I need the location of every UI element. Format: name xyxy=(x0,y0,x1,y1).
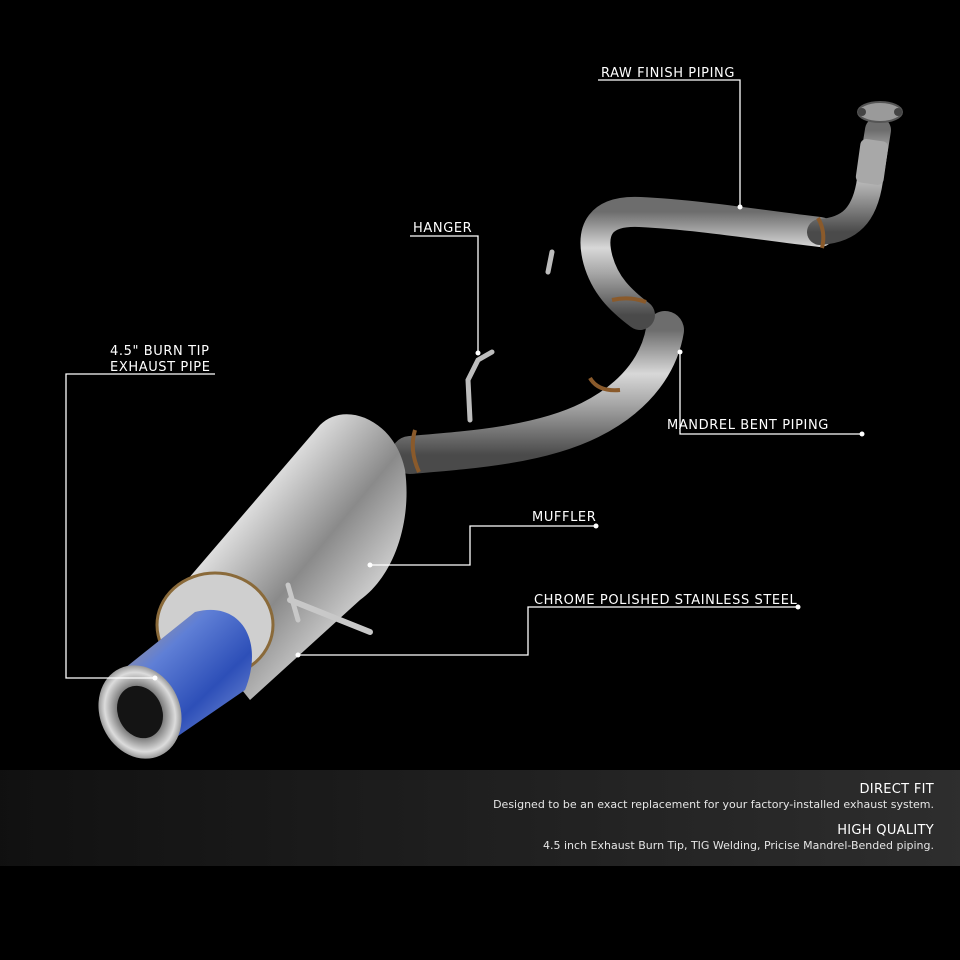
feature-desc-high-quality: 4.5 inch Exhaust Burn Tip, TIG Welding, … xyxy=(543,839,934,852)
line-mandrel xyxy=(679,352,862,435)
callout-chrome-polished: CHROME POLISHED STAINLESS STEEL xyxy=(534,593,798,608)
line-chrome xyxy=(298,606,798,656)
mandrel-bent-pipe xyxy=(391,117,891,474)
feature-title-direct-fit: DIRECT FIT xyxy=(859,782,934,797)
line-hanger xyxy=(410,235,479,353)
hanger-rod xyxy=(465,249,555,423)
line-raw-finish xyxy=(598,79,741,207)
feature-desc-direct-fit: Designed to be an exact replacement for … xyxy=(493,798,934,811)
raw-finish-piping-flange xyxy=(855,101,903,185)
callout-dots xyxy=(152,204,865,681)
callout-raw-finish-piping: RAW FINISH PIPING xyxy=(601,66,736,81)
callout-muffler: MUFFLER xyxy=(532,510,597,525)
line-muffler xyxy=(370,525,596,566)
callout-hanger: HANGER xyxy=(413,221,473,236)
callout-burn-tip-line2: EXHAUST PIPE xyxy=(110,360,211,375)
feature-title-high-quality: HIGH QUALITY xyxy=(837,823,934,838)
burn-tip xyxy=(98,609,252,759)
line-burn-tip xyxy=(65,373,215,679)
features-panel: DIRECT FIT Designed to be an exact repla… xyxy=(0,770,960,866)
callout-burn-tip-line1: 4.5" BURN TIP xyxy=(110,344,210,359)
callout-mandrel-bent-piping: MANDREL BENT PIPING xyxy=(667,418,829,433)
callout-lines xyxy=(65,79,862,679)
